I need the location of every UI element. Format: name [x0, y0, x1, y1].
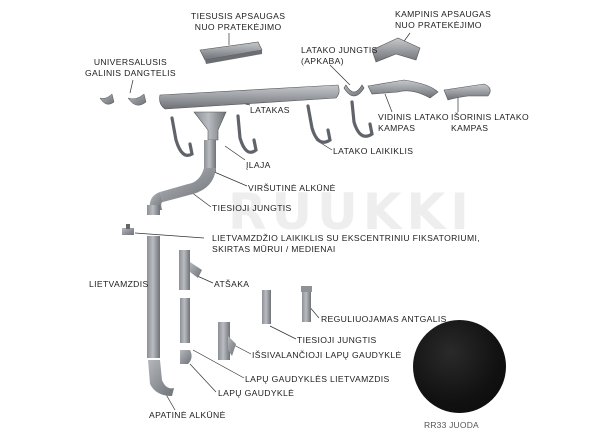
color-swatch — [413, 320, 506, 413]
downpipe-assembly — [147, 140, 216, 358]
label-straight-joint-top: TIESIOJI JUNGTIS — [212, 203, 292, 213]
straight-drip-guard — [199, 41, 263, 64]
label-self-cleaning-leaf-trap: IŠSIVALANČIOJI LAPŲ GAUDYKLĖ — [252, 350, 402, 360]
label-gutter-connector: LATAKO JUNGTIS(APKABA) — [301, 45, 378, 66]
label-bottom-elbow: APATINĖ ALKŪNĖ — [149, 410, 226, 420]
label-straight-joint-bottom: TIESIOJI JUNGTIS — [297, 335, 377, 345]
label-adjustable-spout: REGULIUOJAMAS ANTGALIS — [321, 314, 447, 324]
outer-corner — [443, 83, 491, 101]
gutter — [159, 84, 340, 110]
label-branch: ATŠAKA — [214, 279, 250, 289]
gutter-brackets — [170, 100, 374, 157]
leaf-trap — [180, 350, 192, 364]
self-cleaning-leaf-trap — [218, 322, 236, 360]
label-downpipe-bracket: LIETVAMZDŽIO LAIKIKLIS SU EKSCENTRINIU F… — [212, 233, 480, 254]
inner-corner — [367, 79, 439, 99]
label-top-elbow: VIRŠUTINĖ ALKŪNĖ — [248, 183, 336, 193]
bottom-elbow — [148, 360, 174, 396]
adjustable-spout — [262, 286, 312, 324]
end-caps — [99, 93, 147, 106]
swatch-label: RR33 JUODA — [424, 420, 479, 430]
corner-drip-guard — [371, 37, 421, 63]
downpipe-bracket — [122, 224, 134, 235]
branch — [179, 250, 202, 343]
label-gutter: LATAKAS — [250, 105, 290, 115]
gutter-outlet — [193, 111, 227, 141]
brand-watermark: RUUKKI — [228, 183, 474, 241]
label-leaf-trap: LAPŲ GAUDYKLĖ — [218, 388, 295, 398]
gutter-connector — [343, 84, 365, 97]
label-gutter-bracket: LATAKO LAIKIKLIS — [333, 146, 414, 156]
label-downpipe: LIETVAMZDIS — [89, 279, 149, 289]
label-outlet: ĮLAJA — [246, 160, 271, 170]
label-leaf-trap-pipe: LAPŲ GAUDYKLĖS LIETVAMZDIS — [245, 374, 390, 384]
